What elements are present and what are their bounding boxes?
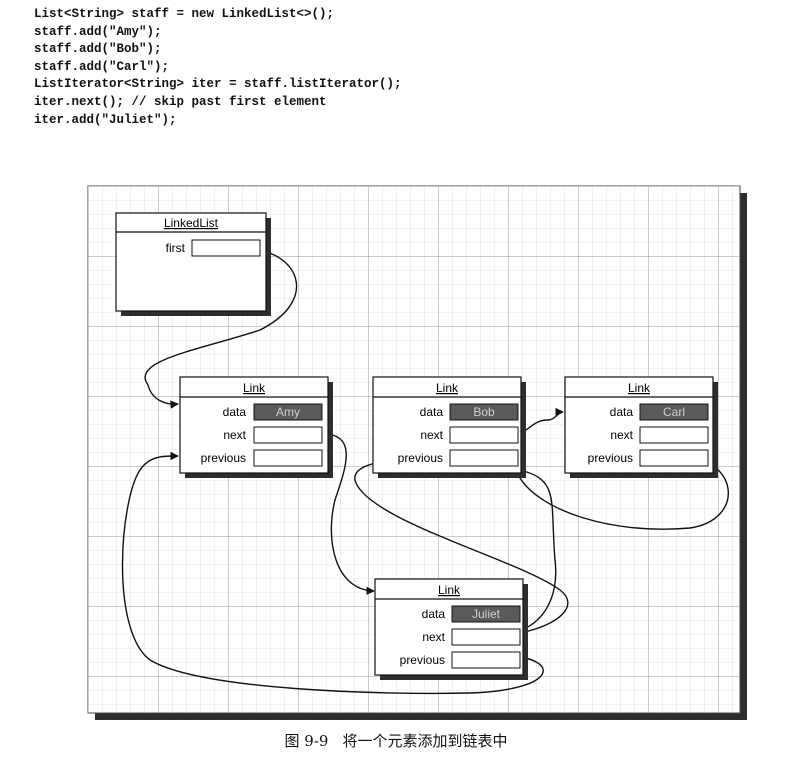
data-value: Amy bbox=[276, 405, 300, 419]
code-line: staff.add("Bob"); bbox=[34, 42, 162, 57]
link-box-carl: Link data Carl next previous bbox=[564, 376, 718, 478]
arrow-amy-next-to-juliet bbox=[319, 433, 375, 595]
next-label: next bbox=[422, 630, 445, 644]
data-field bbox=[639, 403, 709, 421]
link-box-amy: Link data Amy next previous bbox=[179, 376, 333, 478]
code-line: List<String> staff = new LinkedList<>(); bbox=[34, 7, 335, 21]
link-box-bob: Link data Bob next previous bbox=[372, 376, 526, 478]
previous-field bbox=[253, 449, 323, 467]
code-line: iter.next(); // skip past first element bbox=[34, 94, 327, 109]
previous-field bbox=[451, 651, 521, 669]
code-line: staff.add("Amy"); bbox=[34, 24, 162, 39]
code-line: iter.add("Juliet"); bbox=[34, 112, 177, 127]
next-field bbox=[451, 628, 521, 646]
linkedlist-first-field bbox=[191, 239, 261, 257]
linkedlist-box: LinkedList first bbox=[115, 212, 271, 316]
link-box-juliet: Link data Juliet next previous bbox=[374, 578, 528, 680]
data-field bbox=[449, 403, 519, 421]
previous-field bbox=[639, 449, 709, 467]
link-title: Link bbox=[243, 381, 266, 395]
data-label: data bbox=[420, 405, 444, 419]
linkedlist-first-label: first bbox=[166, 241, 186, 255]
link-title: Link bbox=[436, 381, 459, 395]
arrow-first-to-amy bbox=[144, 247, 298, 409]
previous-field bbox=[449, 449, 519, 467]
caption-text: 将一个元素添加到链表中 bbox=[342, 732, 508, 750]
code-listing: List<String> staff = new LinkedList<>();… bbox=[34, 6, 402, 129]
link-title: Link bbox=[438, 583, 461, 597]
caption-number: 图 9-9 bbox=[284, 732, 329, 750]
code-line: ListIterator<String> iter = staff.listIt… bbox=[34, 77, 402, 92]
data-field bbox=[253, 403, 323, 421]
next-label: next bbox=[420, 428, 443, 442]
next-label: next bbox=[223, 428, 246, 442]
previous-label: previous bbox=[588, 451, 633, 465]
arrow-juliet-previous-to-amy bbox=[121, 451, 544, 695]
link-title: Link bbox=[628, 381, 651, 395]
data-value: Juliet bbox=[472, 607, 501, 621]
code-line: staff.add("Carl"); bbox=[34, 59, 170, 74]
data-label: data bbox=[422, 607, 446, 621]
next-label: next bbox=[610, 428, 633, 442]
data-value: Bob bbox=[473, 405, 495, 419]
data-label: data bbox=[610, 405, 634, 419]
figure-caption: 图 9-9 将一个元素添加到链表中 bbox=[0, 730, 792, 751]
previous-label: previous bbox=[398, 451, 443, 465]
next-field bbox=[253, 426, 323, 444]
previous-label: previous bbox=[201, 451, 246, 465]
data-value: Carl bbox=[663, 405, 685, 419]
data-field bbox=[451, 605, 521, 623]
linkedlist-title: LinkedList bbox=[164, 216, 219, 230]
data-label: data bbox=[223, 405, 247, 419]
next-field bbox=[449, 426, 519, 444]
previous-label: previous bbox=[400, 653, 445, 667]
next-field bbox=[639, 426, 709, 444]
